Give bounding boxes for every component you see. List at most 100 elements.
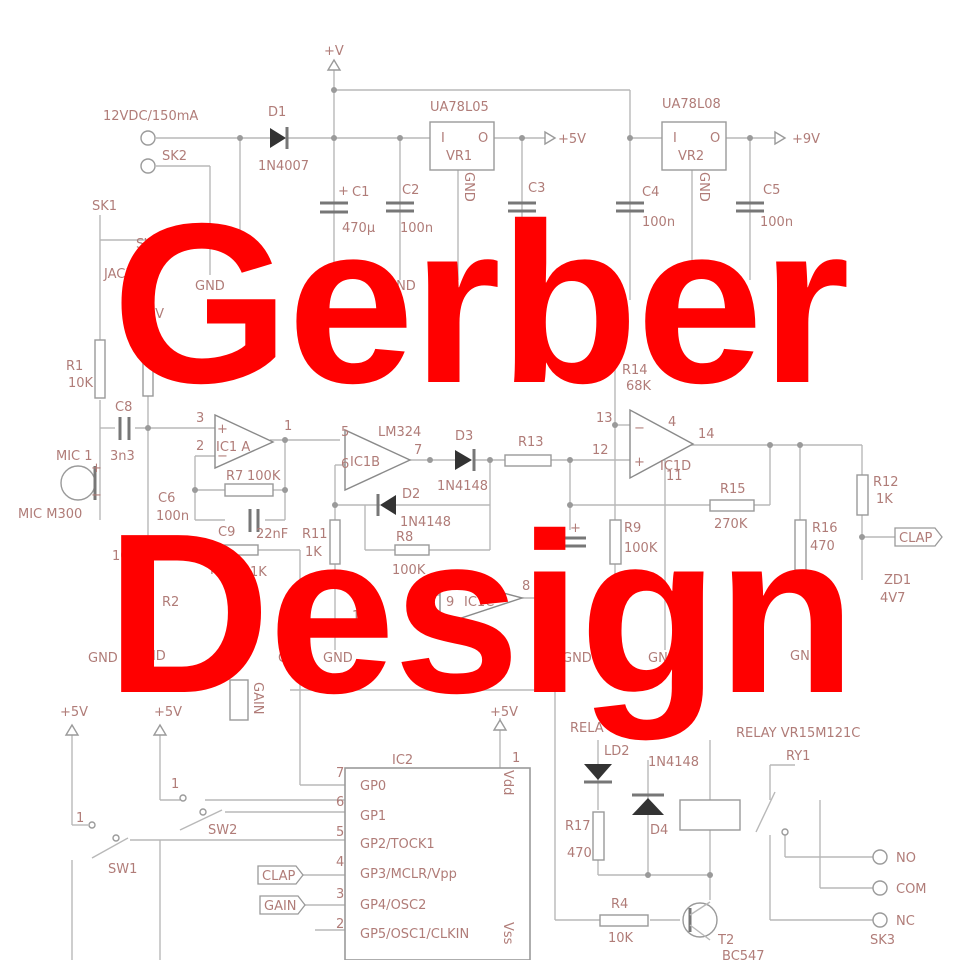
label-gnd-left: GND [88,651,118,666]
label-r11: R11 [302,527,328,542]
label-gain-pot: GAIN [250,682,265,715]
label-t2: T2 [717,933,734,948]
label-pin7: 7 [414,443,422,458]
label-mic1: MIC 1 [56,449,93,464]
label-c9-val: 22nF [256,527,288,542]
label-c1-val: 470µ [342,221,375,236]
label-d4-part: 1N4148 [648,755,699,770]
label-d2: D2 [402,487,420,502]
label-100k-left: 100K [112,549,146,564]
label-r1: R1 [66,359,83,374]
label-vr2-o: O [710,131,720,146]
label-gnd-c7: GND [323,651,353,666]
label-vr2-gnd: GND [696,172,711,202]
label-gp2: GP2/TOCK1 [360,837,435,852]
label-r7-val: 100K [247,469,281,484]
label-c5-val: 100n [760,215,793,230]
label-r4: R4 [611,897,628,912]
diodes [270,127,664,815]
label-d4: D4 [650,823,668,838]
label-5v-ic2: +5V [490,705,518,720]
overlay-title-line1: Gerber [112,177,850,431]
label-c5: C5 [763,183,780,198]
label-d1-part: 1N4007 [258,159,309,174]
label-gnd-r9: GND [562,651,592,666]
label-ic1a: IC1 A [216,440,250,455]
label-c6-val: 100n [156,509,189,524]
label-c3: C3 [528,181,545,196]
label-gnd-r2: GND [136,649,166,664]
label-vr1-o: O [478,131,488,146]
label-vr1: VR1 [446,149,472,164]
label-pin3: 3 [196,411,204,426]
label-sk1: SK1 [92,199,117,214]
mcu-ic2-body [344,767,531,960]
label-r12-val: 1K [876,492,893,507]
label-ld2: LD2 [604,744,630,759]
label-gp5: GP5/OSC1/CLKIN [360,927,469,942]
label-mic-part: MIC M300 [18,507,82,522]
label-zd1: ZD1 [884,573,911,588]
label-ic1a-minus: − [217,449,228,464]
wires [71,68,895,960]
label-nc: NC [896,914,915,929]
label-gp0: GP0 [360,779,386,794]
label-r1-val: 10K [68,376,94,391]
label-pin9: 9 [446,595,454,610]
label-gnd-r16: GND [790,649,820,664]
label-ic2-pin2: 2 [336,917,344,932]
label-r17-val: 470 [567,846,592,861]
label-d1: D1 [268,105,286,120]
label-c4: C4 [642,185,659,200]
label-c1-plus: + [338,184,349,199]
junction-dots [145,87,865,878]
label-c-plus: + [570,521,581,536]
label-vr1-i: I [441,131,445,146]
label-c2: C2 [402,183,419,198]
label-gp3: GP3/MCLR/Vpp [360,867,457,882]
label-pin5: 5 [341,425,349,440]
label-lm324: LM324 [378,425,421,440]
label-c9: C9 [218,525,235,540]
gain-pot [229,679,249,721]
label-c2-val: 100n [400,221,433,236]
label-ic2-pin1: 1 [512,751,520,766]
label-vss: Vss [500,922,515,945]
label-vr2-i: I [673,131,677,146]
label-gp4: GP4/OSC2 [360,898,426,913]
label-clap-in: CLAP [262,869,296,884]
label-r15-val: 270K [714,517,748,532]
label-gnd-pot: GND [278,651,308,666]
label-pin11: 11 [666,469,683,484]
label-pin14: 14 [698,427,715,442]
label-zd1-val: 4V7 [880,591,905,606]
label-gp1: GP1 [360,809,386,824]
label-c6: C6 [158,491,175,506]
label-ic2-pin7: 7 [336,766,344,781]
label-sw1: SW1 [108,862,137,877]
label-ic2-pin6: 6 [336,795,344,810]
label-r10-val: 1K [250,565,267,580]
label-ic2: IC2 [392,753,413,768]
label-r14-val: 68K [626,379,652,394]
label-ic2-pin4: 4 [336,855,344,870]
label-sw: SW [136,237,157,252]
label-ic1d-plus: + [634,455,645,470]
label-d2-part: 1N4148 [400,515,451,530]
label-mic-minus: − [91,488,102,503]
label-ic2-pin5: 5 [336,825,344,840]
label-gain-in: GAIN [264,899,297,914]
label-5v-sw2: +5V [154,705,182,720]
power-arrows [64,58,787,736]
label-c8-val: 3n3 [110,449,135,464]
label-pin13: 13 [596,411,613,426]
label-9v-out: +9V [792,132,820,147]
label-r8: R8 [396,530,413,545]
label-sw1-pin1: 1 [76,811,84,826]
label-d3-part: 1N4148 [437,479,488,494]
label-vr2: VR2 [678,149,704,164]
label-r8-val: 100K [392,563,426,578]
label-no: NO [896,851,916,866]
